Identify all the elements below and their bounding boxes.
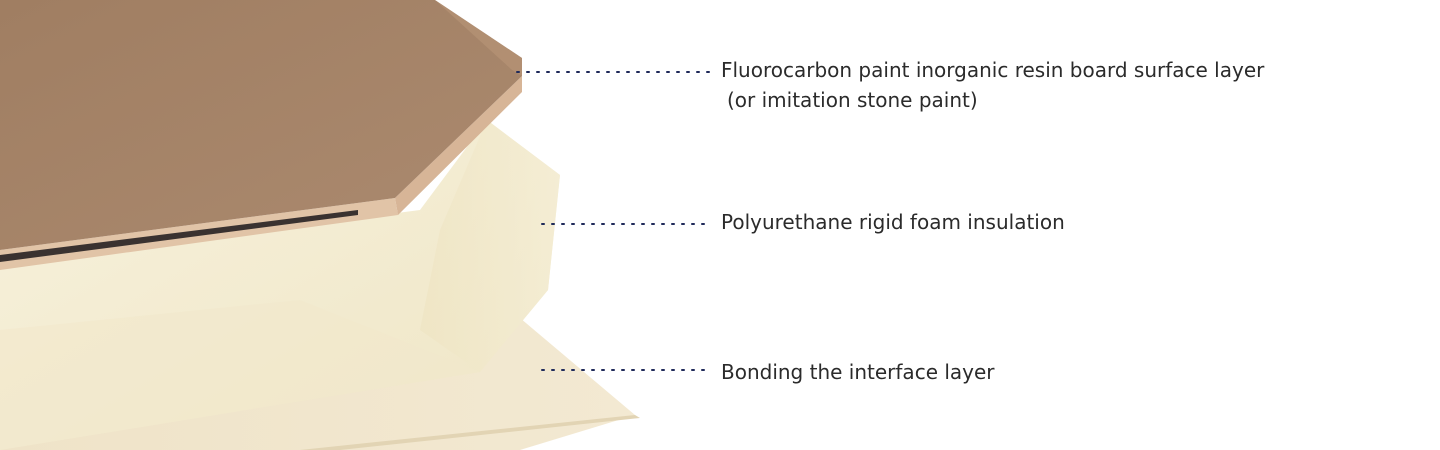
surface-layer-label: Fluorocarbon paint inorganic resin board… [721, 55, 1264, 115]
foam-layer [0, 120, 560, 450]
surface-layer-label-line1: Fluorocarbon paint inorganic resin board… [721, 58, 1265, 82]
surface-board [0, 0, 522, 270]
surface-layer-label-line2: (or imitation stone paint) [727, 88, 978, 112]
bonding-layer-label: Bonding the interface layer [721, 357, 995, 387]
insulation-layer-label-text: Polyurethane rigid foam insulation [721, 210, 1065, 234]
bonding-layer-label-text: Bonding the interface layer [721, 360, 995, 384]
insulation-layer-label: Polyurethane rigid foam insulation [721, 207, 1065, 237]
leader-lines [516, 71, 713, 371]
